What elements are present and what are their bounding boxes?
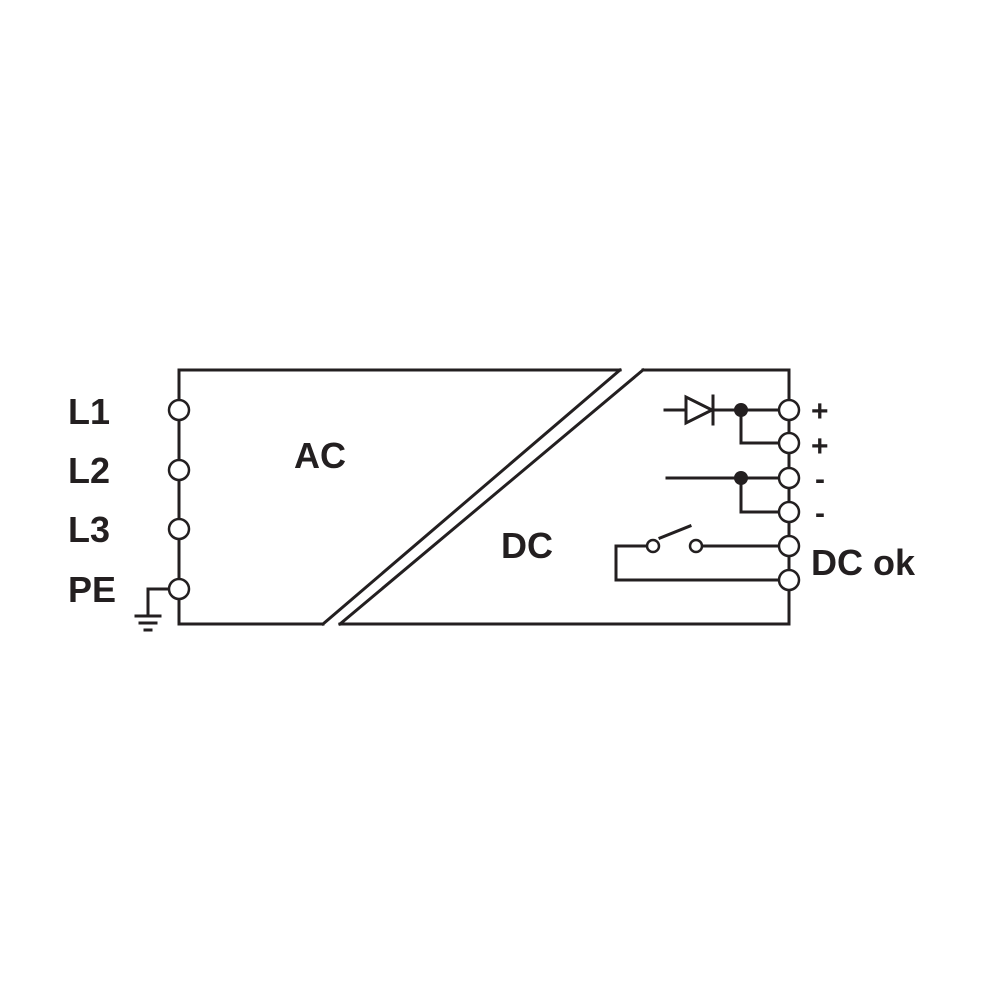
ground-icon: [134, 587, 170, 632]
relay-contact-left: [645, 538, 661, 554]
label-plus-1: +: [811, 395, 829, 428]
label-l1: L1: [68, 391, 110, 432]
terminal-l1: [167, 398, 191, 422]
label-dc-ok: DC ok: [811, 542, 916, 583]
ac-dc-divider-right: [337, 367, 646, 627]
terminal-pe: [167, 577, 191, 601]
relay-contact-right: [688, 538, 704, 554]
label-l2: L2: [68, 450, 110, 491]
label-dc: DC: [501, 525, 553, 566]
label-plus-2: +: [811, 430, 829, 463]
label-pe: PE: [68, 569, 116, 610]
terminal-plus-1: [777, 398, 801, 422]
ac-section-outline: [177, 368, 622, 626]
terminal-dc-ok-2: [777, 568, 801, 592]
label-ac: AC: [294, 435, 346, 476]
dc-section-outline: [338, 368, 791, 626]
terminal-minus-1: [777, 466, 801, 490]
junction-dot-minus: [734, 471, 748, 485]
label-minus-1: -: [815, 463, 825, 496]
label-minus-2: -: [815, 497, 825, 530]
diode-icon: [684, 394, 716, 426]
terminal-l2: [167, 458, 191, 482]
terminal-minus-2: [777, 500, 801, 524]
relay-contact-blade: [658, 524, 692, 540]
ac-dc-divider-left: [320, 367, 623, 627]
output-wiring: [614, 394, 780, 582]
terminal-plus-2: [777, 431, 801, 455]
junction-dot-plus: [734, 403, 748, 417]
terminal-dc-ok-1: [777, 534, 801, 558]
terminal-l3: [167, 517, 191, 541]
label-l3: L3: [68, 509, 110, 550]
